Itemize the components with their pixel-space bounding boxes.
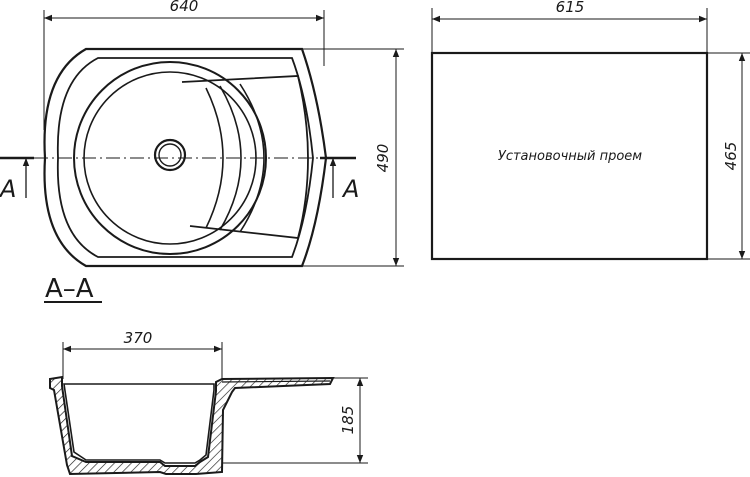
section-bowl-cavity: [63, 383, 215, 464]
section-depth-dimension: [222, 377, 368, 464]
bowl-outer: [73, 61, 267, 255]
plan-height-dimension: [302, 48, 404, 267]
cutout-label: Установочный проем: [498, 149, 642, 164]
plan-width-label: 640: [170, 0, 199, 15]
section-width-label: 370: [124, 329, 153, 347]
section-mark-right: A: [341, 175, 359, 203]
section-cut-left: [0, 156, 34, 198]
drain-outer: [153, 138, 187, 172]
drainer-groove-2: [219, 85, 242, 231]
plan-height-label: 490: [374, 144, 392, 173]
section-width-dimension: [62, 342, 223, 379]
drain-inner: [158, 143, 182, 167]
cutout-width-dimension: [431, 8, 708, 53]
section-depth-label: 185: [339, 406, 357, 435]
section-title: A–A: [45, 274, 94, 304]
cutout-height-label: 465: [722, 142, 740, 171]
section-cut-right: [320, 156, 356, 198]
plan-width-dimension: [43, 10, 325, 130]
sink-inner-rim: [56, 57, 314, 258]
drainer-wing: [181, 75, 309, 239]
cutout-width-label: 615: [556, 0, 585, 16]
sink-section-view: [49, 375, 335, 476]
sink-plan-view: [43, 47, 328, 268]
sink-outer-contour: [43, 47, 328, 268]
cutout-rectangle: [430, 51, 709, 261]
section-mark-left: A: [0, 175, 16, 203]
cutout-height-dimension: [707, 52, 750, 260]
drainer-groove-1: [205, 87, 224, 229]
section-drainer-edge: [221, 380, 331, 383]
